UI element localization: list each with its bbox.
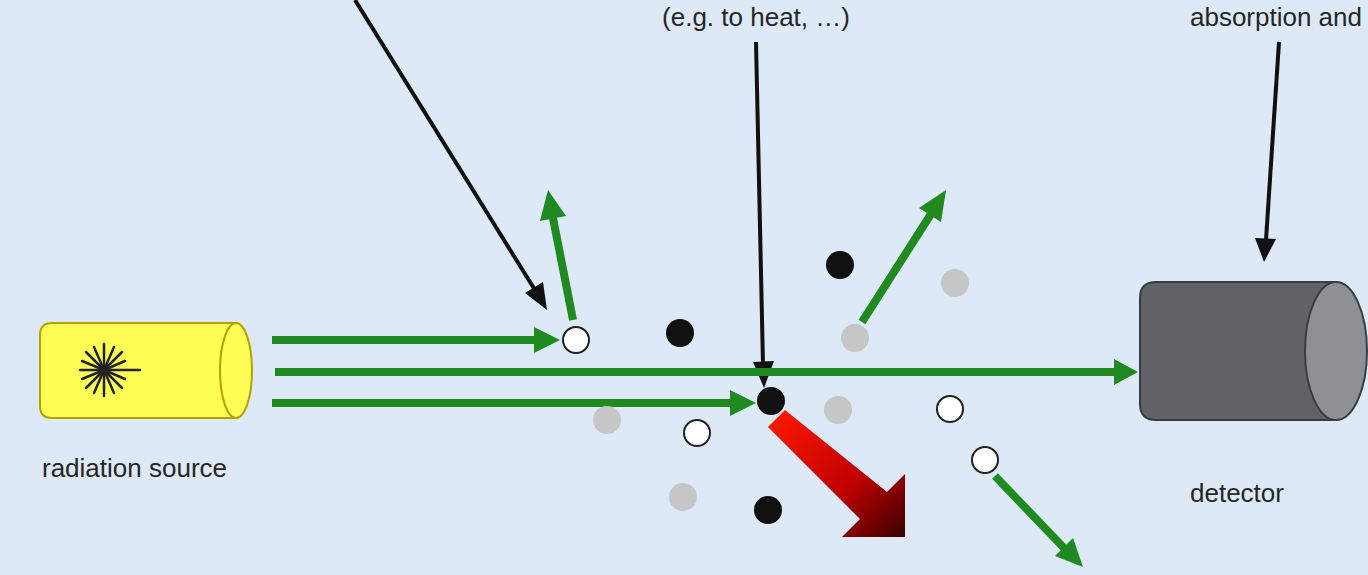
node-label: radiation source	[42, 453, 227, 483]
node-label: detector	[1190, 478, 1284, 508]
particles	[563, 251, 998, 524]
beam-arrows	[272, 190, 1083, 567]
connector-line	[275, 368, 1114, 376]
detector-node: detector	[1138, 282, 1368, 420]
leader-lines	[355, 0, 1279, 388]
source-cylinder	[40, 323, 252, 418]
annotation-text: (e.g. to heat, …)	[662, 2, 850, 32]
detector-cylinder	[1140, 282, 1367, 420]
arrow-head	[1114, 359, 1138, 385]
source-node: radiation source	[40, 325, 275, 419]
beam-connector	[275, 359, 1138, 385]
annotation-text: absorption and	[1190, 2, 1362, 32]
heat-arrow	[768, 410, 905, 537]
